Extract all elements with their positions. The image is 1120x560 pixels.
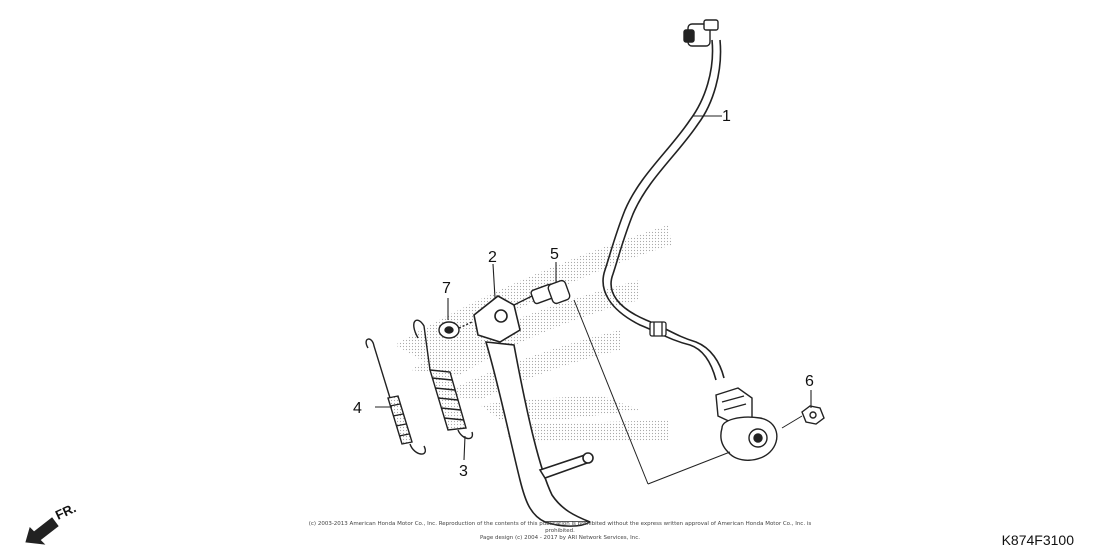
side-stand: [473, 295, 594, 527]
callout-7: 7: [442, 280, 451, 297]
stand-spring-large: [413, 319, 474, 440]
assembly-lines: [573, 299, 803, 485]
arrow-down-left-icon: [25, 517, 59, 545]
side-stand-switch-cable: [602, 39, 725, 381]
copyright-notice: (c) 2003-2013 American Honda Motor Co., …: [300, 521, 820, 542]
switch-nut: [801, 405, 825, 425]
stand-spring-small: [365, 338, 426, 455]
honda-wing-watermark: [395, 225, 672, 442]
collar-washer: [438, 321, 473, 339]
callout-3: 3: [459, 463, 468, 480]
front-label: FR.: [53, 500, 78, 522]
cable-connector: [683, 19, 719, 47]
switch-body: [715, 387, 778, 461]
callout-4: 4: [353, 400, 362, 417]
callout-5: 5: [550, 246, 559, 263]
copyright-line-1: (c) 2003-2013 American Honda Motor Co., …: [308, 521, 812, 534]
diagram-code: K874F3100: [1001, 532, 1074, 548]
callout-6: 6: [805, 373, 814, 390]
front-direction-indicator: FR.: [25, 500, 78, 545]
leader-lines: [375, 115, 812, 461]
cable-clamp: [649, 321, 667, 337]
callout-1: 1: [722, 108, 731, 125]
copyright-line-2: Page design (c) 2004 - 2017 by ARI Netwo…: [479, 535, 641, 541]
pivot-bolt: [513, 279, 571, 306]
callout-2: 2: [488, 249, 497, 266]
